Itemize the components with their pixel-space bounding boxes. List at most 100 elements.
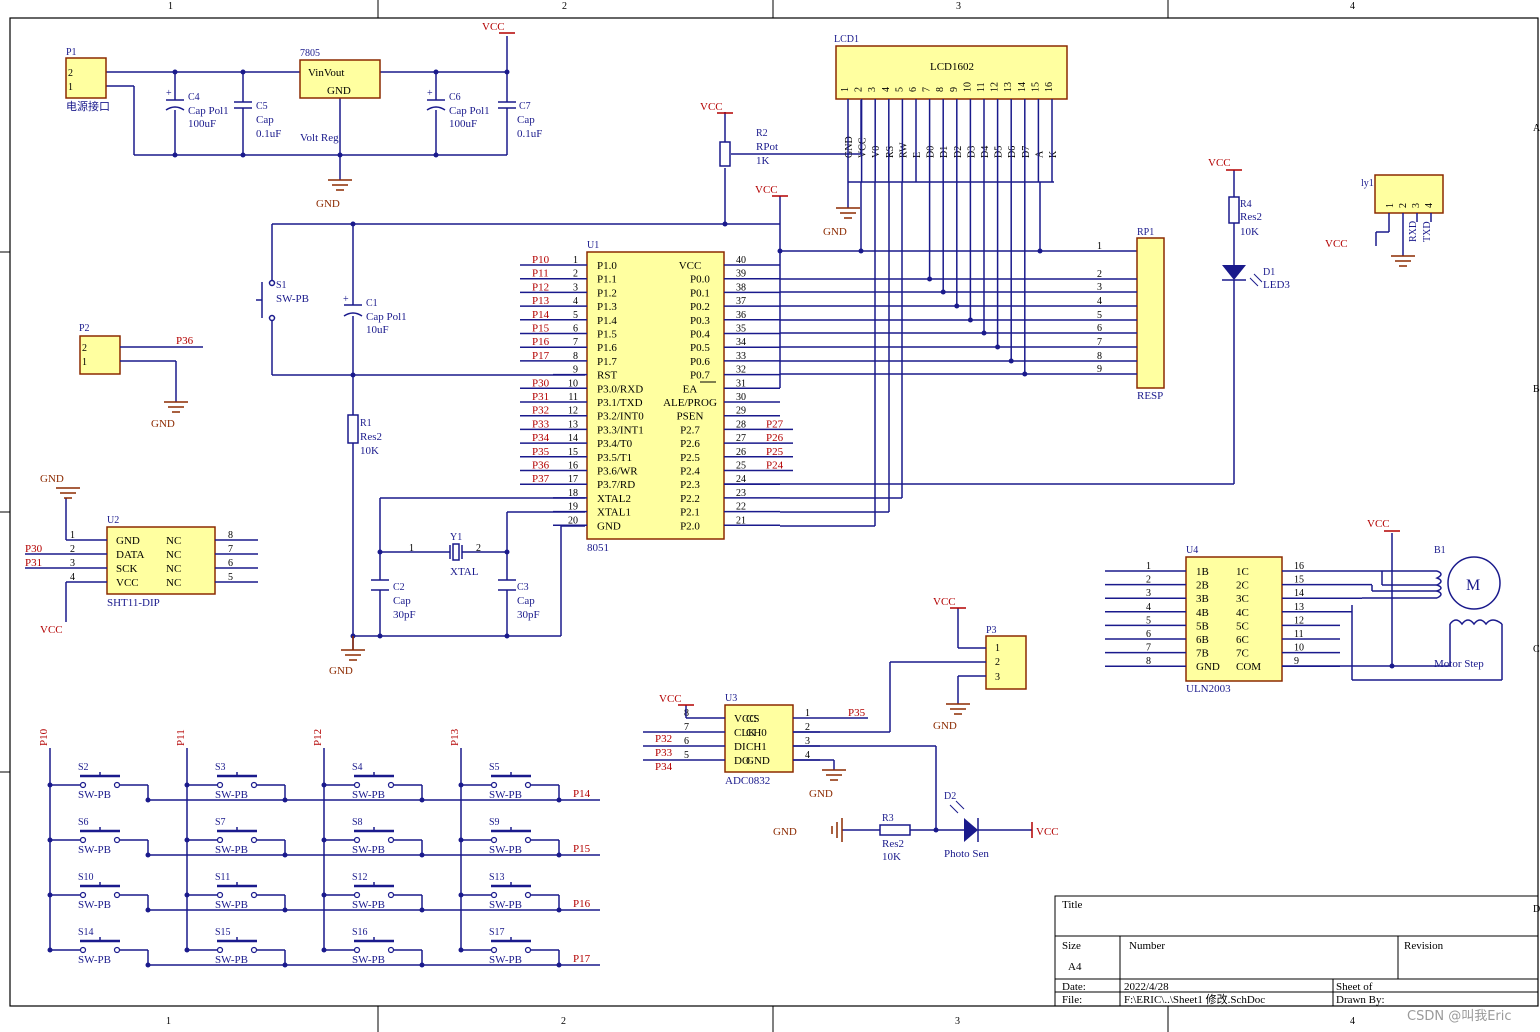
keypad-S9-row-junction <box>556 852 562 858</box>
keypad-S9-designator: S9 <box>489 817 500 828</box>
mcu-pin-29-label: PSEN <box>677 411 704 423</box>
uln-pin-14-label: 3C <box>1236 593 1249 605</box>
lcd-signal-a: A <box>1034 150 1045 158</box>
lcd-signal-d7: D7 <box>1021 146 1032 158</box>
keypad-S17-contact-a <box>490 946 498 954</box>
p2-net-label: P36 <box>176 335 194 347</box>
lcd-signal-rs: RS <box>885 146 896 158</box>
adc-pin-6-number: 6 <box>684 736 689 747</box>
resp-pin-9-number: 9 <box>1097 364 1102 375</box>
power-vcc-label: VCC <box>482 21 505 33</box>
mcu-net-P36: P36 <box>532 460 550 472</box>
uln-pin-5-label: 5B <box>1196 620 1209 632</box>
d2-photo-diode <box>949 800 1033 842</box>
mcu-net-P32: P32 <box>532 405 549 417</box>
keypad-S17-type: SW-PB <box>489 954 522 966</box>
lcd-signal-k: K <box>1048 150 1059 158</box>
p1-pin-2: 2 <box>68 68 73 79</box>
keypad-S2-contact-a <box>79 781 87 789</box>
keypad-S11-type: SW-PB <box>215 899 248 911</box>
resp-pin-7-number: 7 <box>1097 337 1102 348</box>
mcu-pin-37-number: 37 <box>736 296 746 307</box>
keypad-S7-type: SW-PB <box>215 844 248 856</box>
uln-pin-1-number: 1 <box>1146 561 1151 572</box>
lcd-pin-9: 9 <box>949 87 960 92</box>
sht11-pin-8-label: NC <box>166 535 181 547</box>
uln-pin-9-number: 9 <box>1294 656 1299 667</box>
c6-designator: C6 <box>449 92 461 103</box>
frame-top-num-2: 2 <box>562 1 567 12</box>
adc-pin-5-label: DO <box>734 755 750 767</box>
mcu-pin-7-label: P1.6 <box>597 342 617 354</box>
y1-pin-1: 1 <box>409 543 414 554</box>
sht11-pin-4-label: VCC <box>116 577 139 589</box>
mcu-pin-31-number: 31 <box>736 378 746 389</box>
keypad-S7-contact-a <box>216 836 224 844</box>
mcu-net-P34: P34 <box>532 432 550 444</box>
mcu-pin-1-number: 1 <box>573 255 578 266</box>
keypad-S7-row-junction <box>282 852 288 858</box>
mcu-pin-6-label: P1.5 <box>597 329 617 341</box>
reset-junctions <box>350 221 728 378</box>
mcu-pin-33-number: 33 <box>736 351 746 362</box>
mcu-pin-2-number: 2 <box>573 269 578 280</box>
keypad-S6-designator: S6 <box>78 817 89 828</box>
keypad-row-net-P17: P17 <box>573 953 591 965</box>
keypad-S3-designator: S3 <box>215 762 226 773</box>
mcu-pin-39-label: P0.0 <box>690 274 710 286</box>
sht11-vcc-label: VCC <box>40 624 63 636</box>
c6-plus: + <box>427 88 433 99</box>
r3-value: 10K <box>882 851 901 863</box>
keypad-S7-designator: S7 <box>215 817 226 828</box>
d2-type: Photo Sen <box>944 848 989 860</box>
keypad-S17-row-junction <box>556 962 562 968</box>
mcu-pin-11-number: 11 <box>568 392 578 403</box>
c7-type: Cap <box>517 114 535 126</box>
mcu-pin-17-label: P3.7/RD <box>597 479 635 491</box>
mcu-pin-30-label: ALE/PROG <box>663 397 717 409</box>
mcu-pin-2-label: P1.1 <box>597 274 617 286</box>
lcd-pin-16: 16 <box>1044 82 1055 92</box>
keypad-S11-contact-b <box>250 891 258 899</box>
uln-pin-11-label: 6C <box>1236 634 1249 646</box>
sht11-pin-1-number: 1 <box>70 530 75 541</box>
keypad-S14-type: SW-PB <box>78 954 111 966</box>
c4-type: Cap Pol1 <box>188 105 229 117</box>
lcd-pins: 1GND2VCC3V04RS5RW6E7D08D19D210D311D412D5… <box>777 82 1137 527</box>
c5-type: Cap <box>256 114 274 126</box>
mcu-pin-34-number: 34 <box>736 337 746 348</box>
mcu-pin-19-number: 19 <box>568 502 578 513</box>
mcu-pin-4-label: P1.3 <box>597 301 617 313</box>
mcu-pin-7-number: 7 <box>573 337 578 348</box>
mcu-pin-23-label: P2.2 <box>680 493 700 505</box>
c3-designator: C3 <box>517 582 529 593</box>
c2-c3-caps <box>371 579 516 591</box>
adc-pin-1-number: 1 <box>805 708 810 719</box>
mcu-vcc-label: VCC <box>755 184 778 196</box>
keypad-S3-contact-a <box>216 781 224 789</box>
mcu-pin-1-label: P1.0 <box>597 260 617 272</box>
keypad-S7-contact-b <box>250 836 258 844</box>
r4-type: Res2 <box>1240 211 1262 223</box>
keypad-col-net-P13: P13 <box>449 728 461 746</box>
mcu-pin-9-label: RST <box>597 370 617 382</box>
mcu-8051-body <box>586 251 725 540</box>
mcu-part: 8051 <box>587 542 609 554</box>
ly1-pin-2: 2 <box>1398 203 1409 208</box>
frame-right-letter-a: A <box>1533 123 1540 134</box>
lcd-signal-d5: D5 <box>994 146 1005 158</box>
uln-pin-16-number: 16 <box>1294 561 1304 572</box>
lcd-pin-12: 12 <box>990 82 1001 92</box>
keypad-S8-contact-a <box>353 836 361 844</box>
xtal-junctions <box>350 549 510 639</box>
y1-designator: Y1 <box>450 532 462 543</box>
lcd-signal-d3: D3 <box>966 146 977 158</box>
mcu-pin-16-number: 16 <box>568 461 578 472</box>
mcu-pin-10-label: P3.0/RXD <box>597 383 643 395</box>
uln-pin-3-number: 3 <box>1146 588 1151 599</box>
resp-pin-3-number: 3 <box>1097 282 1102 293</box>
rp1-resistor-pack <box>1136 237 1165 389</box>
keypad-S13-row-junction <box>556 907 562 913</box>
lcd-signal-gnd: GND <box>844 136 855 158</box>
mcu-pin-15-label: P3.5/T1 <box>597 452 632 464</box>
